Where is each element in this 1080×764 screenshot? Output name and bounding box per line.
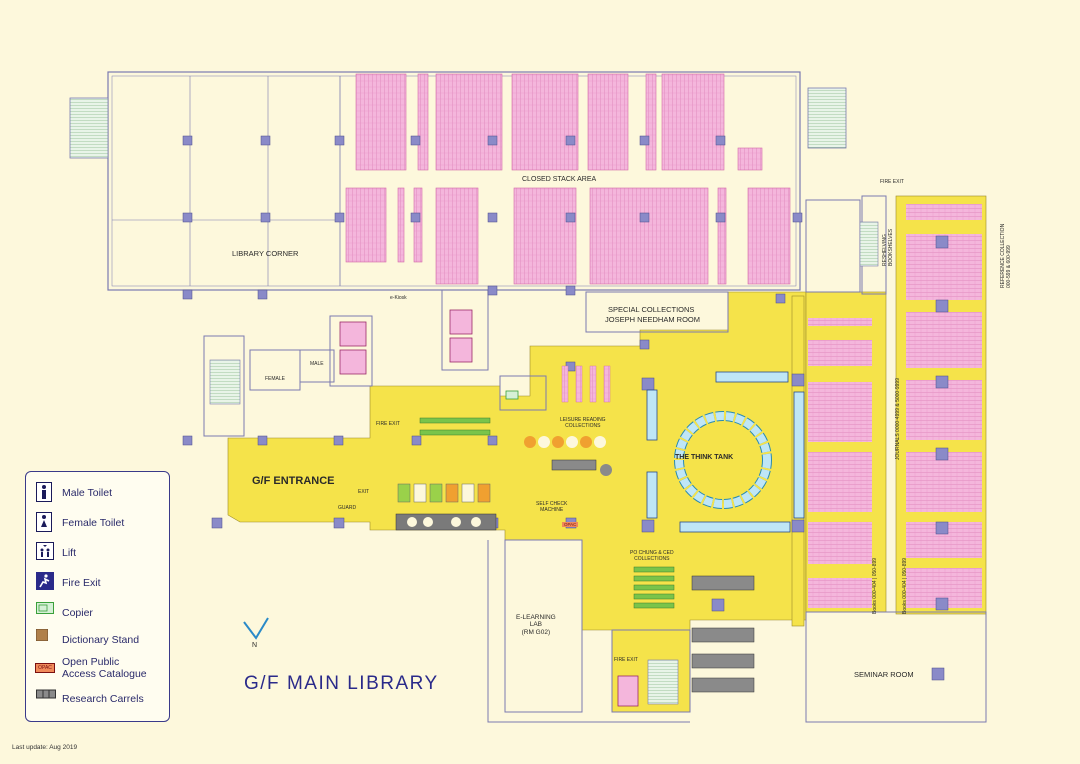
legend-item-fire-exit: Fire Exit: [36, 572, 101, 594]
library-corner-label: LIBRARY CORNER: [232, 249, 299, 258]
leisure-reading-shelves: [561, 365, 611, 403]
map-legend: Male Toilet Female Toilet Lift Fire Exit…: [25, 471, 170, 722]
reshelving-label: RESHELVING BOOKSHELVES: [882, 228, 894, 266]
fire-exit-icon: [36, 572, 54, 594]
lounge-seats: [524, 436, 612, 476]
structural-columns: [182, 135, 949, 681]
elearning-label: E-LEARNING LAB (RM G02): [516, 614, 556, 636]
special-collections-label: SPECIAL COLLECTIONS: [608, 305, 695, 314]
research-carrels-icon: [36, 688, 56, 710]
leisure-reading-label: LEISURE READING COLLECTIONS: [560, 417, 606, 429]
dictionary-stand-icon: [36, 629, 54, 651]
copier-marks: [505, 390, 519, 400]
guard-label: GUARD: [338, 505, 357, 511]
female-toilet-icon: [36, 512, 54, 534]
research-carrels: [691, 575, 755, 693]
map-title: G/F MAIN LIBRARY: [244, 673, 439, 694]
legend-item-research-carrels: Research Carrels: [36, 688, 144, 710]
think-tank-seating: [674, 411, 772, 509]
closed-stack-label: CLOSED STACK AREA: [522, 176, 597, 183]
self-check-label: SELF CHECK MACHINE: [536, 501, 568, 513]
fire-exit-label-2: FIRE EXIT: [880, 179, 904, 185]
fire-exit-label: FIRE EXIT: [376, 421, 400, 427]
lift-boxes: [339, 309, 639, 707]
books-left-label: Books 000-404 | 050-899: [872, 557, 878, 614]
opac-icon: OPAC: [35, 657, 55, 679]
legend-item-male-toilet: Male Toilet: [36, 482, 112, 504]
copier-icon: [36, 602, 54, 624]
collection-shelves-green: [419, 417, 675, 609]
ekiosk-label: e-Kiosk: [390, 295, 407, 301]
stairwells: [209, 221, 879, 705]
seminar-room-label: SEMINAR ROOM: [854, 670, 914, 679]
female-label: FEMALE: [265, 376, 286, 382]
male-label: MALE: [310, 361, 324, 367]
legend-item-copier: Copier: [36, 602, 93, 624]
legend-item-dictionary-stand: Dictionary Stand: [36, 629, 139, 651]
north-arrow-icon: [243, 617, 269, 640]
legend-item-opac: OPAC Open Public Access Catalogue: [35, 656, 147, 680]
lift-icon: [36, 542, 54, 564]
male-toilet-icon: [36, 482, 54, 504]
journals-label: JOURNALS 0000-4999 & 5000-9999: [895, 378, 901, 460]
entrance-seating: [395, 483, 497, 531]
left-stairwell: [69, 87, 847, 159]
study-tables: [646, 371, 805, 533]
opac-label: OPAC: [562, 522, 579, 528]
legend-item-female-toilet: Female Toilet: [36, 512, 124, 534]
reference-collection-label: REFERENCE COLLECTION 000-599 & 600-999: [1000, 223, 1012, 288]
fire-exit-label-3: FIRE EXIT: [614, 657, 638, 663]
last-update-note: Last update: Aug 2019: [12, 744, 78, 751]
north-label: N: [252, 642, 258, 649]
closed-stack-shelves: [345, 73, 791, 285]
gf-entrance-label: G/F ENTRANCE: [252, 475, 335, 487]
books-right-label: Books 000-404 | 050-899: [902, 557, 908, 614]
think-tank-label: THE THINK TANK: [675, 454, 734, 461]
reference-collection-area: [805, 195, 987, 615]
exit-label: EXIT: [358, 489, 370, 495]
legend-item-lift: Lift: [36, 542, 76, 564]
joseph-needham-label: JOSEPH NEEDHAM ROOM: [605, 315, 701, 324]
po-chung-label: PO CHUNG & CED COLLECTIONS: [630, 550, 674, 562]
